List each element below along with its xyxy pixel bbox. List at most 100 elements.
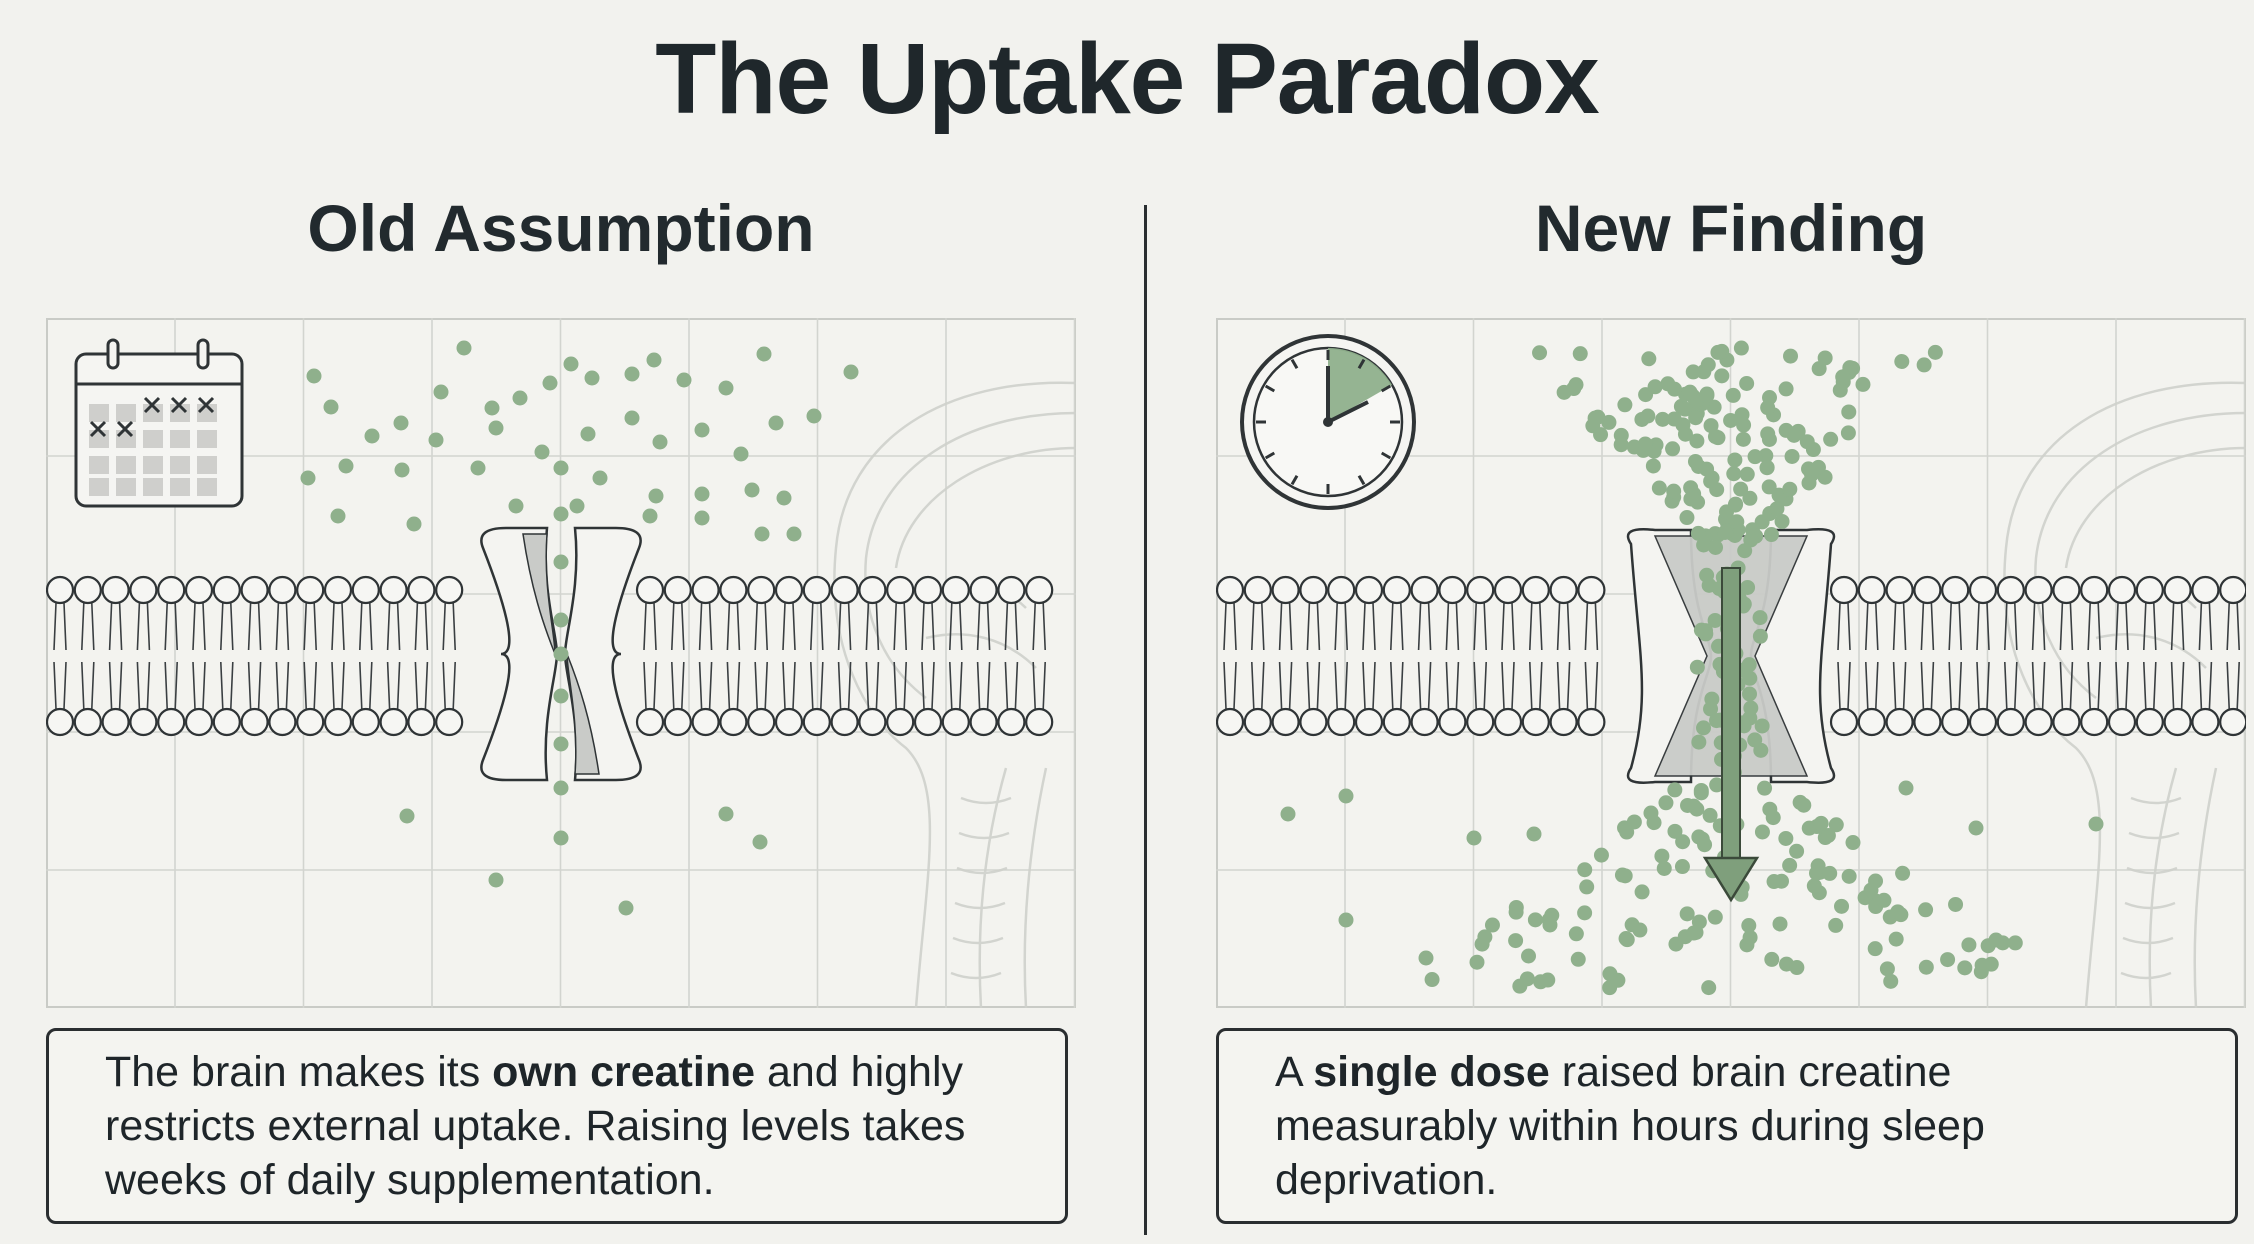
lipid-head <box>663 707 692 737</box>
creatine-molecule <box>1617 868 1633 884</box>
lipid-head <box>1354 575 1384 605</box>
lipid-tail <box>442 661 456 710</box>
brainstem-outline <box>2193 767 2218 1008</box>
creatine-molecule <box>1918 959 1934 975</box>
creatine-molecule <box>1601 414 1617 430</box>
lipid-head <box>212 575 241 605</box>
creatine-molecule <box>1617 397 1633 413</box>
lipid-tail <box>1529 602 1543 651</box>
lipid-head <box>1549 707 1578 737</box>
lipid-tail <box>2115 602 2129 651</box>
creatine-molecule <box>1796 797 1812 813</box>
lipid-tail <box>359 661 373 710</box>
old-assumption-illustration <box>46 318 1076 1008</box>
caption-text-bold: own creatine <box>492 1048 756 1096</box>
creatine-molecule <box>676 372 692 388</box>
lipid-tail <box>1417 602 1432 651</box>
creatine-molecule <box>1710 344 1726 360</box>
creatine-molecule <box>1742 490 1758 506</box>
creatine-molecule <box>1477 929 1493 945</box>
brainstem-outline <box>1023 767 1048 1008</box>
lipid-head <box>1829 575 1859 605</box>
creatine-molecule <box>843 364 859 380</box>
calendar-day <box>89 478 109 496</box>
creatine-molecule <box>1739 466 1755 482</box>
creatine-molecule <box>1741 918 1757 934</box>
creatine-molecule <box>1726 466 1742 482</box>
calendar-day <box>116 430 136 448</box>
lipid-tail <box>275 602 290 651</box>
lipid-head <box>1243 707 1272 737</box>
lipid-tail <box>275 661 290 710</box>
creatine-molecule <box>1820 828 1836 844</box>
lipid-tail <box>1306 661 1321 710</box>
lipid-tail <box>1223 602 1237 651</box>
lipid-head <box>1885 707 1914 737</box>
creatine-molecule <box>592 470 608 486</box>
lipid-tail <box>893 661 907 710</box>
creatine-molecule <box>1570 951 1586 967</box>
creatine-molecule <box>1667 823 1683 839</box>
lipid-tail <box>331 661 345 710</box>
old-assumption-heading: Old Assumption <box>307 191 815 265</box>
panel-divider <box>1144 205 1147 1235</box>
lipid-head <box>1577 575 1606 605</box>
lipid-tail <box>108 602 123 651</box>
creatine-molecule <box>1758 448 1774 464</box>
lipid-head <box>1271 575 1300 605</box>
lipid-tail <box>1920 602 1935 651</box>
vertebra-sketch <box>954 901 1006 910</box>
lipid-head <box>1968 575 1998 605</box>
vertebra-sketch <box>2128 831 2180 840</box>
creatine-molecule <box>1690 525 1706 541</box>
creatine-molecule <box>1834 898 1850 914</box>
creatine-molecule <box>1810 459 1826 475</box>
creatine-molecule <box>1679 906 1695 922</box>
lipid-head <box>157 707 186 737</box>
lipid-tail <box>1334 602 1348 651</box>
lipid-head <box>747 575 776 605</box>
lipid-head <box>2024 575 2053 605</box>
lipid-head <box>2219 575 2246 605</box>
lipid-tail <box>698 602 713 651</box>
calendar-day <box>116 456 136 474</box>
lipid-tail <box>359 602 373 651</box>
creatine-molecule <box>1855 376 1871 392</box>
creatine-molecule <box>1508 933 1524 949</box>
creatine-molecule <box>1709 482 1725 498</box>
creatine-molecule <box>646 352 662 368</box>
lipid-tail <box>1473 602 1487 651</box>
lipid-head <box>2135 575 2164 605</box>
lipid-head <box>719 575 748 605</box>
creatine-molecule <box>618 900 634 916</box>
brain-fold <box>2034 411 2246 699</box>
lipid-tail <box>837 602 852 651</box>
creatine-molecule-crossing <box>553 646 569 662</box>
lipid-head <box>635 575 665 605</box>
lipid-head <box>1354 707 1384 737</box>
lipid-head <box>129 575 158 605</box>
creatine-molecule <box>1637 436 1653 452</box>
creatine-molecule <box>1508 904 1524 920</box>
lipid-tail <box>865 661 880 710</box>
creatine-molecule <box>1679 510 1695 526</box>
creatine-molecule <box>1762 390 1778 406</box>
creatine-molecule <box>1610 972 1626 988</box>
lipid-head <box>1493 707 1523 737</box>
creatine-molecule <box>569 498 585 514</box>
lipid-head <box>129 707 158 737</box>
creatine-molecule <box>1700 357 1716 373</box>
lipid-tail <box>1306 602 1321 651</box>
clock-elapsed-wedge <box>1328 348 1392 422</box>
creatine-molecule <box>754 526 770 542</box>
creatine-molecule <box>1968 820 1984 836</box>
lipid-tail <box>1417 661 1432 710</box>
caption-text-start: A <box>1275 1048 1314 1096</box>
calendar-day <box>89 404 109 422</box>
lipid-head <box>2080 575 2109 605</box>
creatine-molecule-crossing <box>1696 537 1712 553</box>
creatine-molecule <box>786 526 802 542</box>
creatine-molecule <box>1828 817 1844 833</box>
lipid-tail <box>81 661 95 710</box>
transporter-channel-narrow <box>480 526 642 782</box>
